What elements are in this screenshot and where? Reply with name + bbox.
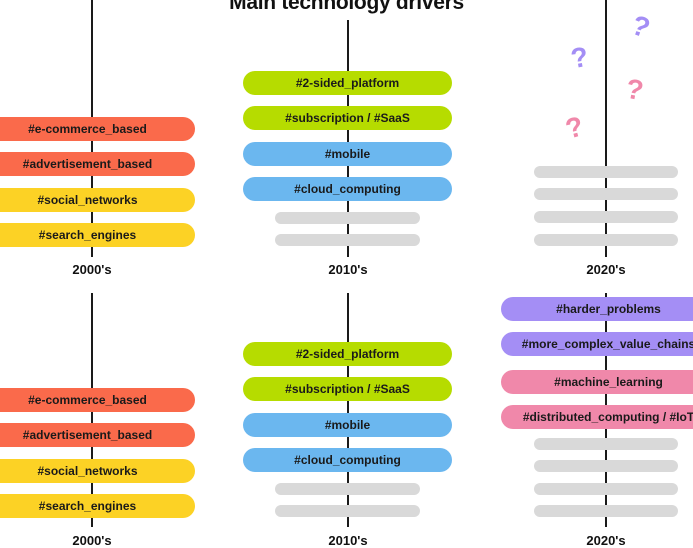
driver-pill-social-networks: #social_networks [0,459,195,483]
placeholder-bar [534,483,678,495]
driver-pill-harder-problems: #harder_problems [501,297,693,321]
question-mark-icon: ? [568,40,591,75]
driver-pill-ecommerce: #e-commerce_based [0,388,195,412]
placeholder-bar [534,438,678,450]
diagram-title: Main technology drivers [229,0,464,14]
timeline-line-top-2020s [605,0,607,257]
placeholder-bar [275,483,420,495]
driver-pill-advertisement: #advertisement_based [0,423,195,447]
placeholder-bar [275,234,420,246]
driver-pill-distributed-computing-iot: #distributed_computing / #IoT [501,405,693,429]
driver-pill-social-networks: #social_networks [0,188,195,212]
driver-pill-advertisement: #advertisement_based [0,152,195,176]
placeholder-bar [275,505,420,517]
decade-label-2020s: 2020's [586,533,626,548]
driver-pill-search-engines: #search_engines [0,494,195,518]
placeholder-bar [534,505,678,517]
timeline-line-top-2010s [347,20,349,257]
driver-pill-search-engines: #search_engines [0,223,195,247]
driver-pill-2-sided-platform: #2-sided_platform [243,71,452,95]
driver-pill-subscription-saas: #subscription / #SaaS [243,106,452,130]
placeholder-bar [275,212,420,224]
decade-label-2010s: 2010's [328,262,368,277]
driver-pill-cloud-computing: #cloud_computing [243,177,452,201]
driver-pill-mobile: #mobile [243,413,452,437]
driver-pill-machine-learning: #machine_learning [501,370,693,394]
driver-pill-2-sided-platform: #2-sided_platform [243,342,452,366]
question-mark-icon: ? [627,9,655,45]
driver-pill-ecommerce: #e-commerce_based [0,117,195,141]
placeholder-bar [534,188,678,200]
question-mark-icon: ? [623,72,646,107]
placeholder-bar [534,211,678,223]
decade-label-2000s: 2000's [72,533,112,548]
placeholder-bar [534,460,678,472]
driver-pill-complex-value-chains: #more_complex_value_chains [501,332,693,356]
placeholder-bar [534,166,678,178]
decade-label-2010s: 2010's [328,533,368,548]
placeholder-bar [534,234,678,246]
decade-label-2000s: 2000's [72,262,112,277]
decade-label-2020s: 2020's [586,262,626,277]
driver-pill-cloud-computing: #cloud_computing [243,448,452,472]
driver-pill-subscription-saas: #subscription / #SaaS [243,377,452,401]
driver-pill-mobile: #mobile [243,142,452,166]
timeline-line-bottom-2010s [347,293,349,527]
question-mark-icon: ? [562,110,587,145]
